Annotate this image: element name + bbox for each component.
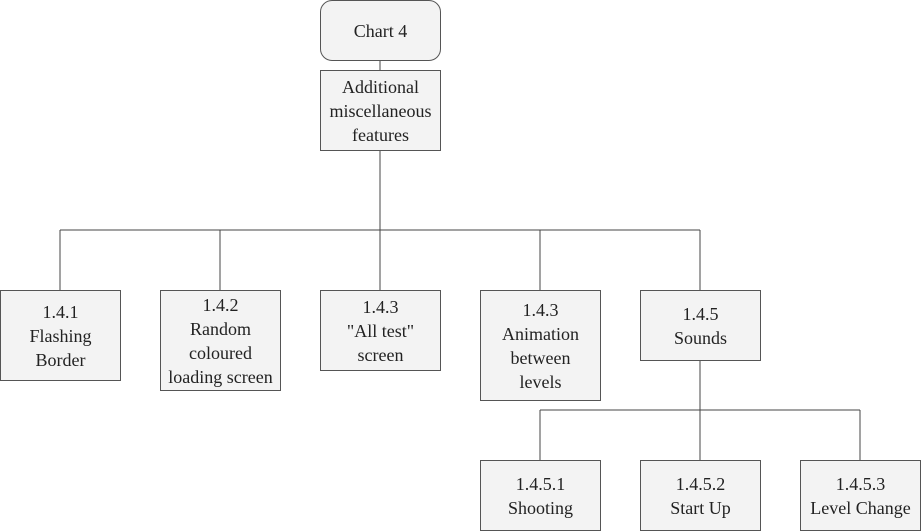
child-node-sounds: 1.4.5 Sounds: [640, 290, 761, 361]
sub-node-label: 1.4.5.2 Start Up: [670, 473, 731, 518]
child-node-flashing-border: 1.4.1 Flashing Border: [0, 290, 121, 381]
child-node-label: 1.4.3 Animation between levels: [502, 299, 579, 392]
child-node-label: 1.4.2 Random coloured loading screen: [168, 294, 273, 387]
child-node-all-test-screen: 1.4.3 "All test" screen: [320, 290, 441, 371]
sub-node-level-change: 1.4.5.3 Level Change: [800, 460, 921, 531]
root-node-label: Additional miscellaneous features: [329, 76, 432, 145]
sub-node-label: 1.4.5.1 Shooting: [507, 473, 573, 518]
child-node-random-loading-screen: 1.4.2 Random coloured loading screen: [160, 290, 281, 391]
chart-title-node: Chart 4: [320, 0, 441, 61]
root-node: Additional miscellaneous features: [320, 70, 441, 151]
child-node-label: 1.4.3 "All test" screen: [346, 296, 415, 365]
sub-node-label: 1.4.5.3 Level Change: [810, 473, 911, 518]
child-node-label: 1.4.5 Sounds: [673, 303, 727, 348]
chart-title-label: Chart 4: [353, 20, 408, 41]
sub-node-start-up: 1.4.5.2 Start Up: [640, 460, 761, 531]
child-node-animation-between-levels: 1.4.3 Animation between levels: [480, 290, 601, 401]
child-node-label: 1.4.1 Flashing Border: [29, 301, 92, 370]
sub-node-shooting: 1.4.5.1 Shooting: [480, 460, 601, 531]
